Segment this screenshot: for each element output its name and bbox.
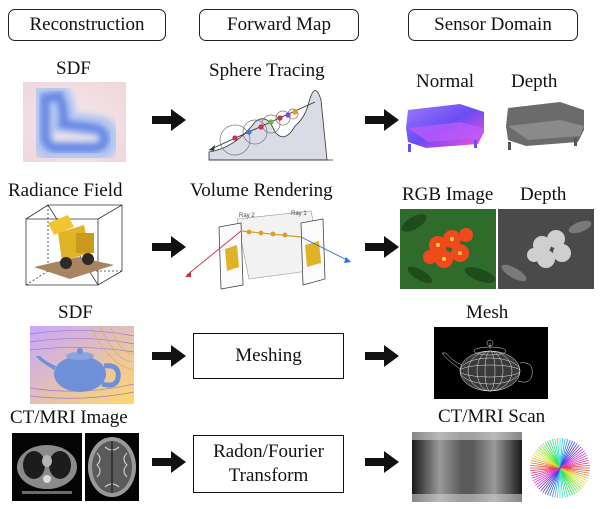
mri-slice-image [85, 433, 139, 501]
right-arrow-icon [365, 236, 399, 258]
radial-line [530, 464, 590, 472]
radon-fourier-line1: Radon/Fourier [213, 441, 324, 462]
depth-map-sofa [498, 96, 590, 158]
row4-right-label: CT/MRI Scan [438, 406, 546, 427]
radial-lines-image [528, 436, 592, 500]
row2-rgb-label: RGB Image [402, 184, 494, 205]
meshing-box-label: Meshing [235, 345, 302, 366]
normal-map-sofa [400, 98, 490, 160]
radon-fourier-line2: Transform [228, 465, 309, 486]
header-sensor-domain: Sensor Domain [408, 9, 578, 41]
teapot-mesh-image [434, 327, 548, 399]
row2-left-label: Radiance Field [8, 180, 123, 201]
radiance-field-cube [18, 203, 130, 289]
row3-right-label: Mesh [466, 302, 509, 323]
right-arrow-icon [365, 345, 399, 367]
depth-flower-image [498, 209, 594, 289]
sdf-2d-image [23, 82, 126, 162]
radon-fourier-box: Radon/Fourier Transform [193, 435, 344, 493]
sinogram-image [412, 432, 522, 502]
row2-middle-label: Volume Rendering [190, 180, 333, 201]
volume-rendering-diagram: Ray 2 Ray 1 [183, 205, 353, 293]
teapot-sdf-image [30, 326, 134, 404]
ct-slice-image [12, 433, 82, 501]
right-arrow-icon [152, 345, 186, 367]
row1-middle-label: Sphere Tracing [209, 60, 325, 81]
sphere-tracing-diagram [205, 82, 335, 162]
meshing-box: Meshing [193, 333, 344, 379]
right-arrow-icon [365, 451, 399, 473]
right-arrow-icon [152, 236, 186, 258]
right-arrow-icon [365, 109, 399, 131]
row1-normal-label: Normal [416, 71, 475, 92]
ray-2-label: Ray 2 [239, 213, 255, 219]
rgb-flower-image [400, 209, 496, 289]
row1-left-label: SDF [56, 58, 91, 79]
row4-left-label: CT/MRI Image [10, 407, 128, 428]
ray-1-label: Ray 1 [291, 211, 307, 217]
row2-depth-label: Depth [520, 184, 567, 205]
row1-depth-label: Depth [511, 71, 558, 92]
row3-left-label: SDF [58, 302, 93, 323]
right-arrow-icon [152, 109, 186, 131]
header-reconstruction: Reconstruction [8, 9, 166, 41]
right-arrow-icon [152, 451, 186, 473]
header-forward-map: Forward Map [199, 9, 359, 41]
